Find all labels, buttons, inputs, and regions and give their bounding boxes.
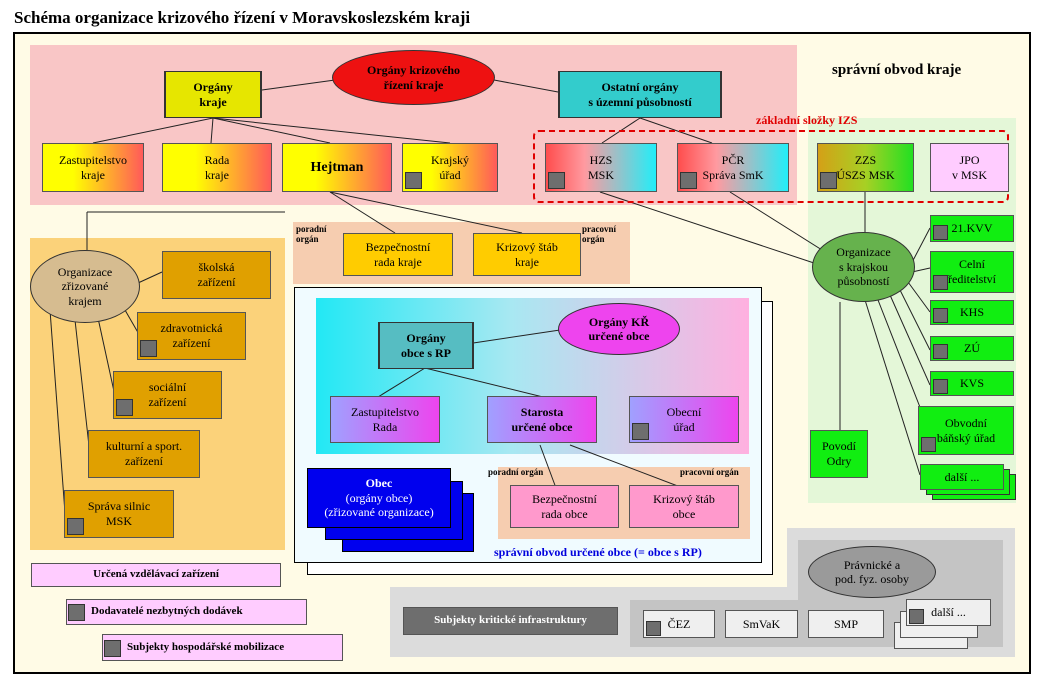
marker-square-icon [933,379,948,394]
marker-square-icon [820,172,837,189]
marker-square-icon [116,399,133,416]
region-label: správní obvod kraje [832,62,962,78]
obecni-urad-box[interactable]: Obecní úřad [629,396,739,443]
organy-kr-obce-ellipse[interactable]: Orgány KŘ určené obce [558,303,680,355]
bezpecnostni-rada-kraje-box[interactable]: Bezpečnostní rada kraje [343,233,453,276]
cez-box[interactable]: ČEZ [643,610,715,638]
hzs-box[interactable]: HZS MSK [545,143,657,192]
organy-kr-kraje-ellipse[interactable]: Orgány krizového řízení kraje [332,50,495,105]
zzs-label: ZZS ÚSZS MSK [836,152,895,182]
poradni-organ-label: poradní orgán [296,224,327,245]
sprava-silnic-label: Správa silnic MSK [87,499,151,528]
dodavatele-box[interactable]: Dodavatelé nezbytných dodávek [66,599,307,625]
marker-square-icon [680,172,697,189]
zu-box[interactable]: ZÚ [930,336,1014,361]
obec-poradni-label: poradní orgán [488,467,544,477]
zu-label: ZÚ [964,341,980,355]
urcena-vzdelavaci-box[interactable]: Určená vzdělávací zařízení [31,563,281,587]
pcr-box[interactable]: PČR Správa SmK [677,143,789,192]
khs-label: KHS [959,305,984,319]
hospodarska-mobilizace-box[interactable]: Subjekty hospodářské mobilizace [102,634,343,661]
zastupitelstvo-kraje-box[interactable]: Zastupitelstvo kraje [42,143,144,192]
marker-square-icon [632,423,649,440]
socialni-zarizeni-box[interactable]: sociální zařízení [113,371,222,419]
krajsky-urad-box[interactable]: Krajský úřad [402,143,498,192]
mobilizace-label: Subjekty hospodářské mobilizace [127,640,285,653]
dalsi-gray-label: další ... [931,605,966,619]
marker-square-icon [933,308,948,323]
obvodni-bansky-label: Obvodní báňský úřad [936,415,996,445]
obec-subtitle: (orgány obce) (zřizované organizace) [324,490,434,520]
marker-square-icon [548,172,565,189]
marker-square-icon [921,437,936,452]
povodi-odry-box[interactable]: Povodí Odry [810,430,868,478]
hzs-label: HZS MSK [587,152,614,182]
organy-kraje-box[interactable]: Orgány kraje [164,71,262,118]
hejtman-box[interactable]: Hejtman [282,143,392,192]
obec-title: Obec [365,476,393,491]
sprava-silnic-box[interactable]: Správa silnic MSK [64,490,174,538]
celni-reditelstvi-box[interactable]: Celní ředitelství [930,251,1014,293]
organizace-zrizovane-ellipse[interactable]: Organizace zřizované krajem [30,250,140,323]
pcr-label: PČR Správa SmK [702,152,764,182]
marker-square-icon [405,172,422,189]
zzs-box[interactable]: ZZS ÚSZS MSK [817,143,914,192]
krizovy-stab-kraje-box[interactable]: Krizový štáb kraje [473,233,581,276]
marker-square-icon [933,344,948,359]
kulturni-zarizeni-box[interactable]: kulturní a sport. zařízení [88,430,200,478]
organy-obce-rp-box[interactable]: Orgány obce s RP [378,322,474,369]
krajsky-urad-label: Krajský úřad [431,152,469,182]
dalsi-green-box[interactable]: další ... [920,464,1004,490]
pravnicke-osoby-ellipse[interactable]: Právnické a pod. fyz. osoby [808,546,936,598]
khs-box[interactable]: KHS [930,300,1014,325]
skolska-zarizeni-box[interactable]: školská zařízení [162,251,271,299]
jpo-box[interactable]: JPO v MSK [930,143,1009,192]
zastupitelstvo-rada-box[interactable]: Zastupitelstvo Rada [330,396,440,443]
marker-square-icon [933,275,948,290]
dodavatele-label: Dodavatelé nezbytných dodávek [91,605,243,618]
zdravotnicka-zarizeni-box[interactable]: zdravotnická zařízení [137,312,246,360]
marker-square-icon [67,518,84,535]
kvv-box[interactable]: 21.KVV [930,215,1014,242]
marker-square-icon [933,225,948,240]
celni-label: Celní ředitelství [948,257,996,286]
marker-square-icon [68,604,85,621]
organizace-krajska-ellipse[interactable]: Organizace s krajskou působností [812,232,915,302]
smvak-box[interactable]: SmVaK [725,610,798,638]
ostatni-organy-box[interactable]: Ostatní orgány s územní působností [558,71,722,118]
cez-label: ČEZ [667,616,691,631]
izs-label: základní složky IZS [756,113,858,127]
pracovni-organ-label: pracovní orgán [582,224,617,245]
socialni-label: sociální zařízení [148,380,187,409]
obec-pracovni-label: pracovní orgán [680,467,739,477]
marker-square-icon [909,609,924,624]
smp-box[interactable]: SMP [808,610,884,638]
marker-square-icon [646,621,661,636]
kvv-label: 21.KVV [951,221,993,235]
obvodni-bansky-urad-box[interactable]: Obvodní báňský úřad [918,406,1014,455]
kvs-box[interactable]: KVS [930,371,1014,396]
dalsi-gray-box[interactable]: další ... [906,599,991,626]
obec-rp-obvod-label: správní obvod určené obce (= obce s RP) [494,545,702,559]
kriticka-infrastruktura-box[interactable]: Subjekty kritické infrastruktury [403,607,618,635]
marker-square-icon [104,640,121,657]
krizovy-stab-obce-box[interactable]: Krizový štáb obce [629,485,739,528]
obec-box[interactable]: Obec (orgány obce) (zřizované organizace… [307,468,451,528]
bezpecnostni-rada-obce-box[interactable]: Bezpečnostní rada obce [510,485,619,528]
starosta-box[interactable]: Starosta určené obce [487,396,597,443]
zdravotnicka-label: zdravotnická zařízení [160,321,223,350]
obecni-urad-label: Obecní úřad [666,404,702,434]
kvs-label: KVS [959,376,984,390]
page-title: Schéma organizace krizového řízení v Mor… [14,8,471,27]
marker-square-icon [140,340,157,357]
rada-kraje-box[interactable]: Rada kraje [162,143,272,192]
